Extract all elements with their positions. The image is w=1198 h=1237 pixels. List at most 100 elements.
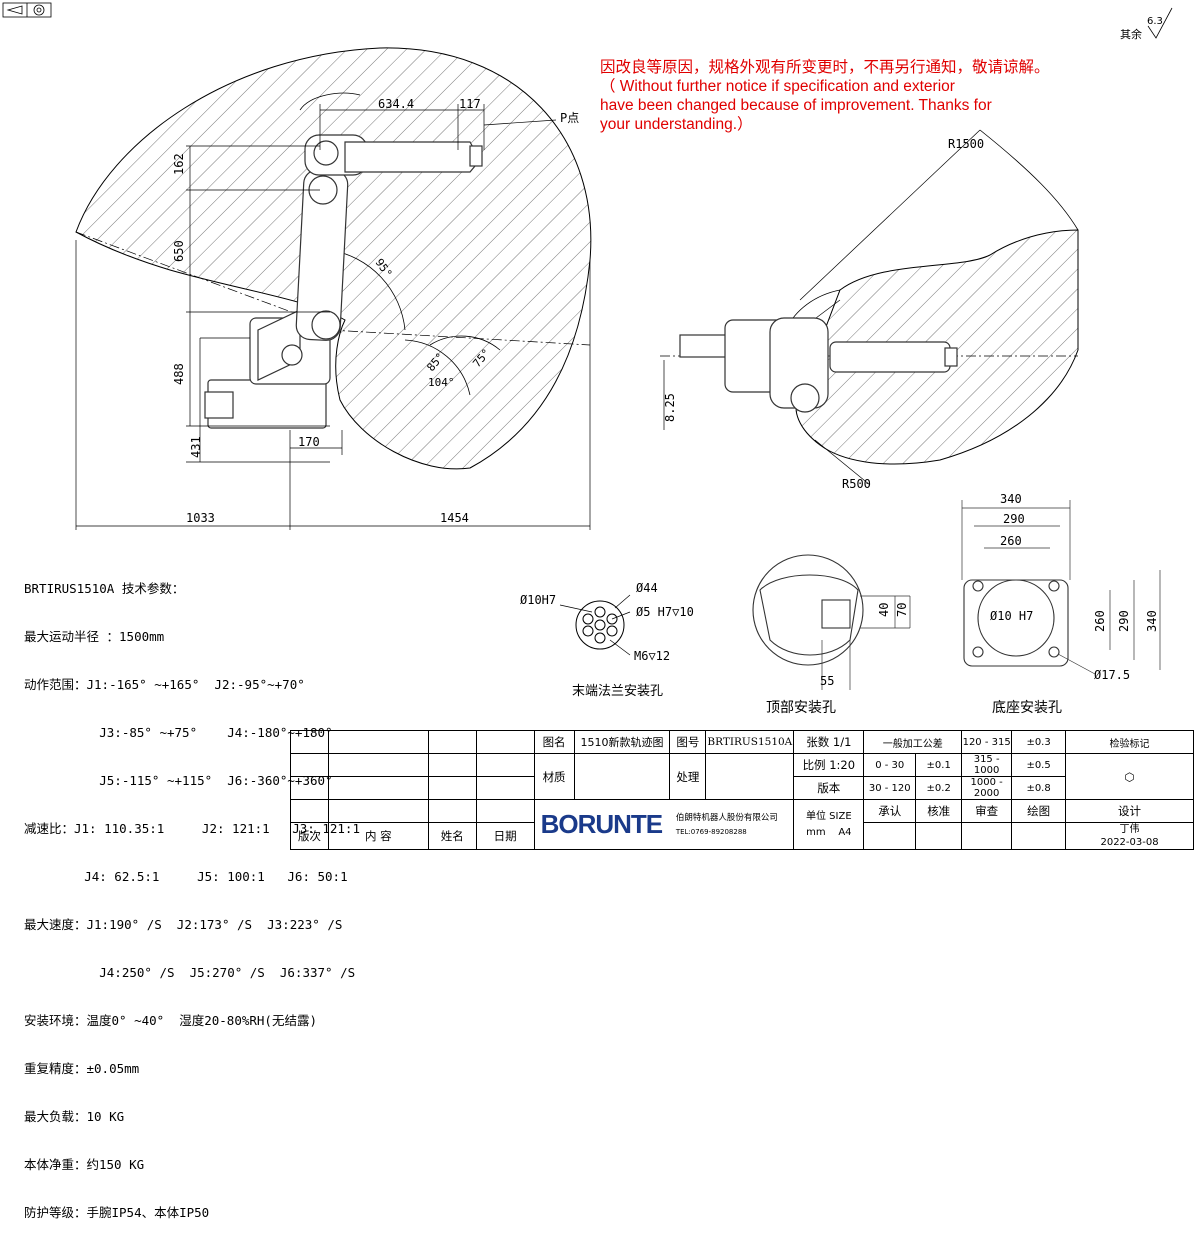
svg-text:104°: 104° xyxy=(428,376,455,389)
svg-text:650: 650 xyxy=(172,240,186,262)
material-label: 材质 xyxy=(533,753,575,800)
spec-line: 动作范围：J1:-165° ~+165° J2:-95°~+70° xyxy=(24,677,305,692)
svg-text:Ø44: Ø44 xyxy=(636,581,658,595)
svg-text:底座安装孔: 底座安装孔 xyxy=(992,700,1062,716)
tol-cell: 1000 - 2000 xyxy=(961,776,1013,800)
tol-cell: ±0.3 xyxy=(1011,730,1067,754)
spec-line: 防护等级：手腕IP54、本体IP50 xyxy=(24,1205,210,1220)
top-mount-drawing xyxy=(752,554,911,690)
spec-line: 最大负载：10 KG xyxy=(24,1109,125,1124)
svg-text:8.25: 8.25 xyxy=(663,393,677,422)
spec-line: 本体净重：约150 KG xyxy=(24,1157,145,1172)
company-tel: TEL:0769-89208288 xyxy=(675,827,747,836)
spec-line: 最大速度：J1:190° /S J2:173° /S J3:223° /S xyxy=(24,917,343,932)
svg-text:R500: R500 xyxy=(842,477,871,491)
company-name: 伯朗特机器人股份有限公司 xyxy=(675,812,778,823)
flange-drawing xyxy=(559,594,631,656)
role-drafter: 绘图 xyxy=(1011,799,1067,823)
svg-text:290: 290 xyxy=(1117,610,1131,632)
svg-text:Ø10 H7: Ø10 H7 xyxy=(990,609,1033,623)
svg-text:634.4: 634.4 xyxy=(378,97,414,111)
tol-cell: ±0.8 xyxy=(1011,776,1067,800)
notice-cn: 因改良等原因，规格外观有所变更时，不再另行通知，敬请谅解。 xyxy=(600,59,1050,76)
top-mount-labels: 40 70 55 顶部安装孔 xyxy=(766,603,909,716)
drawing-number-label: 图号 xyxy=(669,730,707,754)
version-label: 版本 xyxy=(793,776,865,800)
svg-text:Ø10H7: Ø10H7 xyxy=(520,593,556,607)
flange-labels: Ø10H7 Ø44 Ø5 H7▽10 M6▽12 末端法兰安装孔 xyxy=(520,581,694,699)
sheets-cell: 张数 1/1 xyxy=(793,730,865,754)
svg-text:431: 431 xyxy=(189,436,203,458)
projection-symbol xyxy=(2,2,52,18)
spec-list: BRTIRUS1510A 技术参数： 最大运动半径 ：1500mm 动作范围：J… xyxy=(24,549,360,1237)
tol-cell: 30 - 120 xyxy=(863,776,917,800)
side-view-dimensions xyxy=(75,104,591,530)
process-label: 处理 xyxy=(669,753,707,800)
svg-text:末端法兰安装孔: 末端法兰安装孔 xyxy=(572,684,663,699)
svg-text:290: 290 xyxy=(1003,512,1025,526)
company-logo-cell: BORUNTE 伯朗特机器人股份有限公司 TEL:0769-89208288 xyxy=(533,799,795,850)
unit-size-cell: 单位 SIZE mm A4 xyxy=(793,799,865,850)
svg-text:6.3: 6.3 xyxy=(1147,16,1163,27)
robot-top-view xyxy=(679,317,958,413)
change-notice: 因改良等原因，规格外观有所变更时，不再另行通知，敬请谅解。 （ Without … xyxy=(600,58,1050,134)
svg-text:260: 260 xyxy=(1000,534,1022,548)
notice-en-2: have been changed because of improvement… xyxy=(600,97,992,114)
svg-text:R1500: R1500 xyxy=(948,137,984,151)
svg-text:260: 260 xyxy=(1093,610,1107,632)
svg-text:P点: P点 xyxy=(560,111,579,125)
company-logo: BORUNTE xyxy=(540,809,664,839)
svg-text:M6▽12: M6▽12 xyxy=(634,649,670,663)
svg-text:488: 488 xyxy=(172,363,186,385)
tol-cell: ±0.2 xyxy=(915,776,963,800)
title-block: 图名 1510新款轨迹图 图号 BRTIRUS1510A 张数 1/1 一般加工… xyxy=(290,730,1194,850)
spec-line: 重复精度：±0.05mm xyxy=(24,1061,140,1076)
base-mount-labels: 340 290 260 Ø10 H7 260 290 340 Ø17.5 底座安… xyxy=(990,492,1159,716)
svg-text:340: 340 xyxy=(1145,610,1159,632)
spec-line: 安装环境：温度0° ~40° 湿度20-80%RH(无结露) xyxy=(24,1013,317,1028)
drawing-sheet: 6.3 其余 xyxy=(2,2,1173,716)
tol-cell: 315 - 1000 xyxy=(961,753,1013,777)
notice-en-1: （ Without further notice if specificatio… xyxy=(600,78,955,95)
inspect-label: 检验标记 xyxy=(1065,730,1194,754)
svg-text:55: 55 xyxy=(820,674,834,688)
svg-text:340: 340 xyxy=(1000,492,1022,506)
role-ratify: 核准 xyxy=(915,799,963,823)
scale-cell: 比例 1:20 xyxy=(793,753,865,777)
tol-cell: 0 - 30 xyxy=(863,753,917,777)
role-designer: 设计 xyxy=(1065,799,1194,823)
roughness-symbol: 6.3 其余 xyxy=(1120,7,1173,41)
role-review: 审查 xyxy=(961,799,1013,823)
svg-text:顶部安装孔: 顶部安装孔 xyxy=(766,700,836,716)
spec-line: J4: 62.5:1 J5: 100:1 J6: 50:1 xyxy=(24,869,348,884)
notice-en-3: your understanding.） xyxy=(600,116,753,133)
svg-text:Ø5 H7▽10: Ø5 H7▽10 xyxy=(636,605,694,619)
tol-cell: ±0.1 xyxy=(915,753,963,777)
top-view-workspace xyxy=(660,129,1079,486)
rev-header: 内 容 xyxy=(327,822,429,850)
rev-header: 日期 xyxy=(475,822,535,850)
svg-text:Ø17.5: Ø17.5 xyxy=(1094,668,1130,682)
svg-text:其余: 其余 xyxy=(1120,27,1142,41)
svg-text:1033: 1033 xyxy=(186,511,215,525)
rev-header: 姓名 xyxy=(427,822,477,850)
svg-text:1454: 1454 xyxy=(440,511,469,525)
svg-text:162: 162 xyxy=(172,153,186,175)
base-mount-drawing xyxy=(961,500,1161,675)
svg-text:117: 117 xyxy=(459,97,481,111)
tol-cell: 120 - 315 xyxy=(961,730,1013,754)
spec-line: J4:250° /S J5:270° /S J6:337° /S xyxy=(24,965,356,980)
drawing-name-value: 1510新款轨迹图 xyxy=(573,730,671,754)
robot-side-view xyxy=(204,134,483,429)
spec-line: 最大运动半径 ：1500mm xyxy=(24,629,165,644)
rev-header: 版次 xyxy=(290,822,329,850)
inspect-hexagon: ⬡ xyxy=(1065,753,1194,800)
top-view-dim-labels: R1500 R500 8.25 xyxy=(663,137,984,491)
tol-title: 一般加工公差 xyxy=(863,730,963,754)
svg-text:170: 170 xyxy=(298,435,320,449)
role-approve: 承认 xyxy=(863,799,917,823)
svg-text:70: 70 xyxy=(895,603,909,617)
tol-cell: ±0.5 xyxy=(1011,753,1067,777)
svg-text:40: 40 xyxy=(877,603,891,617)
